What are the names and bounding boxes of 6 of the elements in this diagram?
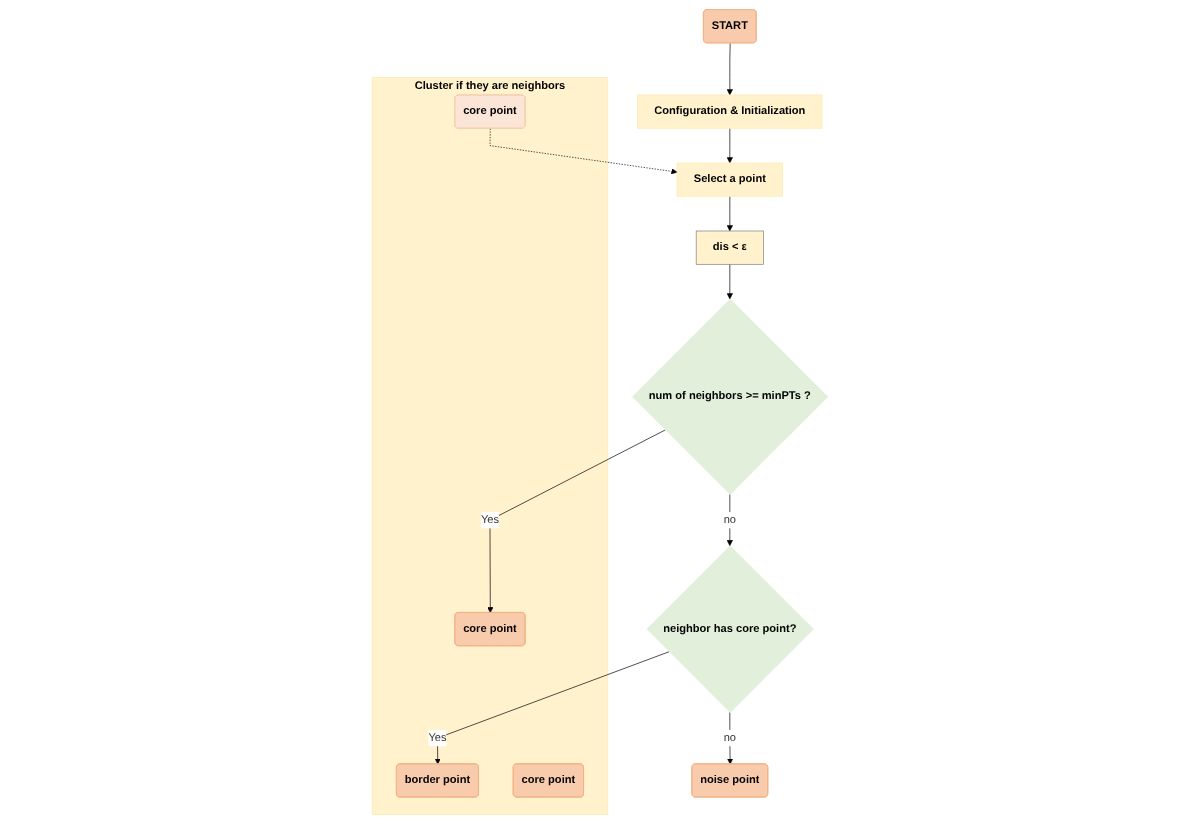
node-box <box>676 162 783 197</box>
node-box <box>695 230 764 265</box>
node-box <box>637 94 823 129</box>
node-diamond <box>646 545 814 713</box>
cluster <box>371 77 609 815</box>
node-diamond <box>632 298 829 495</box>
